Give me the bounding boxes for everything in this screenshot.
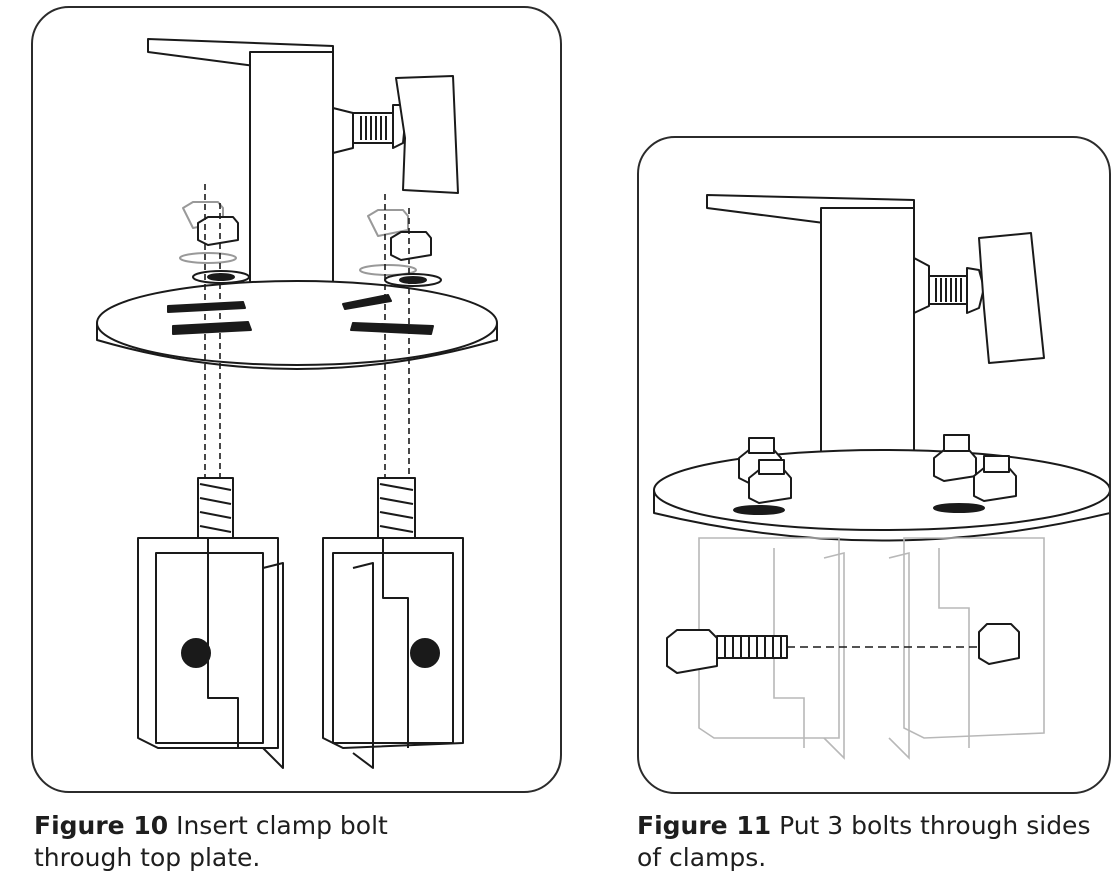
figure-10-illustration — [96, 38, 498, 769]
figure-11-text: Put 3 bolts through sides of clamps. — [637, 811, 1091, 872]
figure-11-panel — [637, 136, 1111, 794]
figure-10-caption: Figure 10 Insert clamp bolt through top … — [34, 810, 454, 874]
figure-10-label: Figure 10 — [34, 811, 169, 840]
figure-11-illustration — [653, 194, 1109, 760]
figure-10-text: Insert clamp bolt through top plate. — [34, 811, 388, 872]
figure-11-label: Figure 11 — [637, 811, 772, 840]
figure-10-panel — [31, 6, 562, 793]
figure-11-caption: Figure 11 Put 3 bolts through sides of c… — [637, 810, 1117, 874]
